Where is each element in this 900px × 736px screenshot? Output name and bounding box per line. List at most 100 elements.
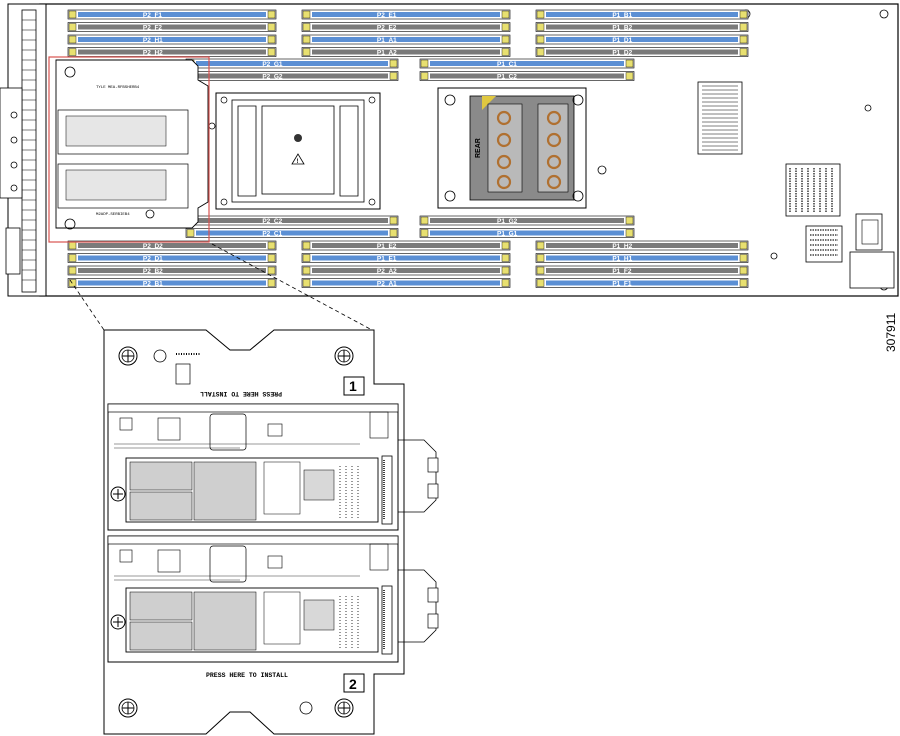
dimm-latch [739,48,748,56]
dimm-label: P1_D1 [612,37,632,44]
dimm-label: P1_A1 [377,37,397,44]
dimm-latch [420,59,429,68]
dimm-label: P1_F2 [612,268,632,275]
dimm-latch [739,23,748,31]
dimm-latch [267,23,276,31]
dimm-latch [68,48,77,56]
dimm-slot-p1-h2: P1_H2 [535,240,749,251]
dimm-latch [739,279,748,287]
dimm-latch [68,254,77,262]
dimm-latch [302,254,311,262]
dimm-label: P1_G2 [497,218,518,225]
dimm-latch [536,266,545,275]
slot-badge-1: 1 [343,376,365,396]
dimm-latch [739,254,748,262]
dimm-latch [302,48,311,56]
heatsink-rear-label: REAR [475,138,482,158]
dimm-latch [267,279,276,287]
callout-leader-left [69,279,105,331]
dimm-label: P1_H1 [612,256,632,263]
dimm-latch [536,35,545,44]
dimm-latch [536,254,545,262]
dimm-latch [267,10,276,19]
dimm-latch [389,229,398,237]
dimm-label: P1_B2 [612,25,632,32]
dimm-label: P2_E1 [377,12,397,19]
dimm-latch [739,241,748,250]
dimm-label: P1_C1 [497,61,517,68]
dimm-slot-p1-g1: P1_G1 [419,228,635,238]
dimm-latch [536,23,545,31]
m2-riser-board-view: TYLE MEA-RFBSHERB4 M2ADP-SERBIEB4 [48,56,210,243]
dimm-latch [501,23,510,31]
dimm-slot-p2-f1: P2_F1 [67,9,277,20]
dimm-slot-p2-a2: P2_A2 [301,265,511,276]
dimm-slot-p1-f2: P1_F2 [535,265,749,276]
dimm-latch [501,48,510,56]
dimm-latch [267,241,276,250]
dimm-slot-p2-f2: P2_F2 [67,22,277,32]
dimm-label: P2_B2 [143,268,163,275]
dimm-latch [68,35,77,44]
dimm-label: P2_F1 [143,12,163,19]
dimm-latch [420,229,429,237]
dimm-latch [267,35,276,44]
m2-riser-detail: PRESS HERE TO INSTALL PRESS HERE TO INST… [103,329,439,735]
dimm-label: P1_B1 [612,12,632,19]
dimm-label: P1_F1 [612,281,632,288]
dimm-slot-p1-b1: P1_B1 [535,9,749,20]
dimm-label: P2_H2 [143,50,163,57]
dimm-label: P2_C1 [262,231,282,238]
bezel-led-icon [10,184,18,192]
dimm-label: P1_A2 [377,50,397,57]
dimm-latch [501,279,510,287]
dimm-label: P1_C2 [497,74,517,81]
ssd-screw-icon [110,486,126,502]
dimm-latch [536,10,545,19]
dimm-slot-p2-h1: P2_H1 [67,34,277,45]
dimm-latch [267,48,276,56]
chip-array [785,163,843,263]
dimm-slot-p1-d2: P1_D2 [535,47,749,57]
dimm-label: P2_G1 [262,61,283,68]
dimm-slot-p1-c1: P1_C1 [419,58,635,69]
dimm-latch [302,10,311,19]
dimm-slot-p1-h1: P1_H1 [535,253,749,263]
riser-label-top: TYLE MEA-RFBSHERB4 [96,86,140,90]
dimm-label: P2_D1 [143,256,163,263]
dimm-latch [625,59,634,68]
bezel-led-icon [10,161,18,169]
dimm-latch [68,23,77,31]
rear-connector [849,213,895,289]
callout-leader-right [211,243,373,331]
dimm-latch [739,266,748,275]
riser-screw-icon [64,66,76,78]
right-components [697,81,895,289]
socket-screw-icon [294,134,302,142]
dimm-slot-p1-a2: P1_A2 [301,47,511,57]
dimm-label: P2_E2 [377,25,397,32]
dimm-slot-p1-d1: P1_D1 [535,34,749,45]
heatsink-screw-icon [572,190,584,202]
dimm-latch [420,216,429,225]
dimm-slot-p1-e1: P1_E1 [301,253,511,263]
dimm-latch [420,72,429,80]
dimm-label: P2_B1 [143,281,163,288]
detail-screw-icon [334,346,354,366]
heatsink-screw-icon [444,190,456,202]
dimm-latch [739,10,748,19]
dimm-slot-p1-a1: P1_A1 [301,34,511,45]
bezel-teeth [22,19,36,281]
dimm-latch [501,241,510,250]
m2-carrier-2 [107,535,439,663]
dimm-slot-p2-h2: P2_H2 [67,47,277,57]
dimm-latch [536,241,545,250]
dimm-label: P2_F2 [143,25,163,32]
dimm-latch [501,266,510,275]
dimm-latch [267,266,276,275]
dimm-latch [68,241,77,250]
bezel-led-icon [10,136,18,144]
dimm-slot-p2-e1: P2_E1 [301,9,511,20]
